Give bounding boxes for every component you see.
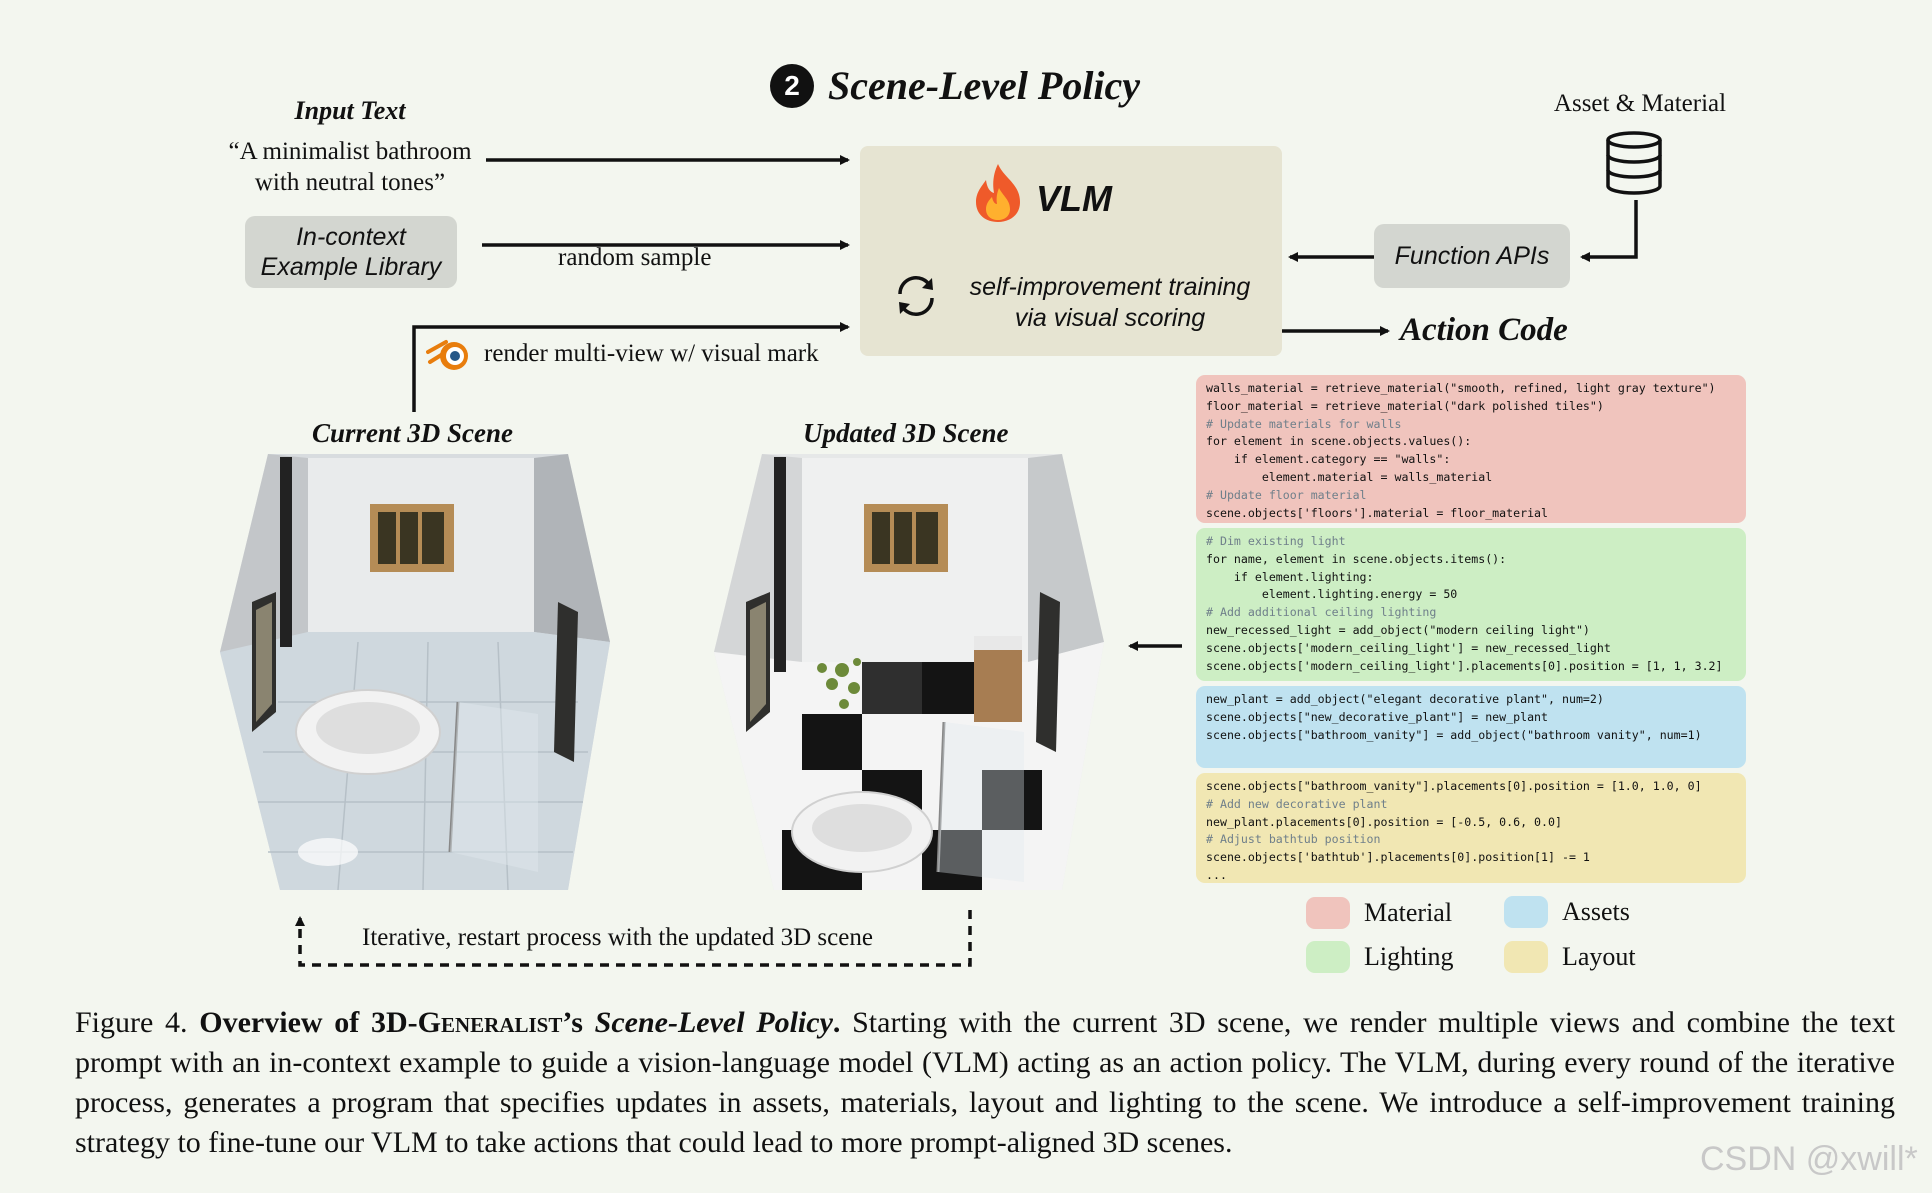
code-line: # Dim existing light: [1206, 534, 1346, 548]
code-line: floor_material = retrieve_material("dark…: [1206, 398, 1604, 413]
legend-item-assets: Assets: [1504, 896, 1630, 928]
legend-item-lighting: Lighting: [1306, 941, 1454, 973]
code-line: scene.objects['floors'].material = floor…: [1206, 505, 1549, 520]
updated-scene-title: Updated 3D Scene: [803, 418, 1009, 448]
iterative-dashed-loop: [295, 910, 972, 967]
incontext-library-box: In-context Example Library: [245, 216, 457, 288]
arrow-db-to-functionapi: [1580, 200, 1638, 262]
blender-icon: [426, 340, 468, 370]
incontext-line1: In-context: [296, 223, 406, 251]
caption-bold-2: ’s: [562, 1006, 595, 1039]
input-text-line1: “A minimalist bathroom: [228, 138, 472, 165]
caption-bold-1: Overview of 3D-: [199, 1006, 418, 1039]
figure-caption: Figure 4. Overview of 3D-Generalist’s Sc…: [75, 1003, 1895, 1163]
code-line: for name, element in scene.objects.items…: [1206, 551, 1507, 566]
legend-swatch-material: [1306, 897, 1350, 929]
caption-smallcaps: Generalist: [417, 1006, 563, 1039]
watermark: CSDN @xwill*: [1700, 1140, 1918, 1178]
code-line: # Add additional ceiling lighting: [1206, 605, 1437, 620]
figure-title: 2 Scene-Level Policy: [770, 62, 1140, 109]
vlm-box: [860, 146, 1282, 356]
legend-item-layout: Layout: [1504, 941, 1636, 973]
code-line: scene.objects["new_decorative_plant"] = …: [1206, 709, 1549, 724]
code-line: # Update floor material: [1206, 487, 1367, 502]
legend-item-material: Material: [1306, 897, 1452, 929]
code-block-lighting: # Dim existing light for name, element in…: [1196, 528, 1746, 681]
code-line: if element.category == "walls":: [1206, 452, 1451, 467]
code-line: scene.objects['modern_ceiling_light'] = …: [1206, 640, 1611, 655]
selfimp-line2: via visual scoring: [1014, 304, 1206, 332]
legend-label-layout: Layout: [1562, 942, 1636, 971]
legend-swatch-lighting: [1306, 941, 1350, 973]
updated-scene-image: [714, 454, 1104, 890]
random-sample-label: random sample: [558, 244, 712, 271]
caption-prefix: Figure 4.: [75, 1006, 200, 1039]
code-line: if element.lighting:: [1206, 569, 1374, 584]
code-line: # Add new decorative plant: [1206, 796, 1388, 811]
caption-bold-italic: Scene-Level Policy: [594, 1006, 833, 1039]
self-improvement-label: self-improvement training via visual sco…: [945, 272, 1275, 334]
current-scene-image: [220, 454, 610, 890]
function-apis-label: Function APIs: [1394, 241, 1550, 270]
code-line: new_plant = add_object("elegant decorati…: [1206, 692, 1604, 706]
code-line: walls_material = retrieve_material("smoo…: [1206, 381, 1716, 395]
current-scene-title: Current 3D Scene: [312, 418, 514, 448]
input-text-line2: with neutral tones”: [254, 169, 446, 196]
legend-label-lighting: Lighting: [1364, 942, 1454, 971]
step-number-badge: 2: [770, 63, 814, 108]
code-line: # Update materials for walls: [1206, 416, 1402, 431]
code-line: scene.objects["bathroom_vanity"] = add_o…: [1206, 727, 1702, 742]
code-line: element.material = walls_material: [1206, 469, 1493, 484]
code-line: new_recessed_light = add_object("modern …: [1206, 622, 1590, 637]
iterative-process-label: Iterative, restart process with the upda…: [362, 924, 873, 951]
code-block-material: walls_material = retrieve_material("smoo…: [1196, 375, 1746, 523]
input-text-prompt: “A minimalist bathroom with neutral tone…: [210, 136, 490, 198]
action-code-label: Action Code: [1400, 312, 1568, 348]
code-line: # Adjust bathtub position: [1206, 832, 1381, 847]
caption-rest: Starting with the current 3D scene, we r…: [75, 1006, 1895, 1159]
function-apis-box: Function APIs: [1374, 224, 1570, 288]
vlm-label: VLM: [1036, 178, 1112, 219]
legend-label-material: Material: [1364, 898, 1453, 927]
input-text-title: Input Text: [294, 96, 406, 125]
code-block-layout: scene.objects["bathroom_vanity"].placeme…: [1196, 773, 1746, 883]
code-line: scene.objects["bathroom_vanity"].placeme…: [1206, 779, 1702, 793]
code-line: new_plant.placements[0].position = [-0.5…: [1206, 814, 1562, 829]
legend-label-assets: Assets: [1562, 897, 1630, 926]
figure-title-text: Scene-Level Policy: [828, 63, 1141, 108]
incontext-line2: Example Library: [260, 253, 442, 281]
render-multiview-label: render multi-view w/ visual mark: [484, 340, 819, 367]
fire-icon: [976, 164, 1020, 222]
code-line: element.lighting.energy = 50: [1206, 587, 1458, 602]
code-line: scene.objects['bathtub'].placements[0].p…: [1206, 850, 1590, 865]
arrow-render-to-vlm: [412, 322, 850, 412]
legend-swatch-layout: [1504, 941, 1548, 973]
caption-bold-3: .: [832, 1006, 841, 1039]
database-icon: [1606, 131, 1662, 195]
code-line: for element in scene.objects.values():: [1206, 434, 1472, 449]
legend-swatch-assets: [1504, 896, 1548, 928]
refresh-cycle-icon: [898, 276, 934, 316]
code-line: ...: [1206, 867, 1227, 882]
selfimp-line1: self-improvement training: [969, 273, 1251, 301]
code-line: scene.objects['modern_ceiling_light'].pl…: [1206, 658, 1723, 673]
code-block-assets: new_plant = add_object("elegant decorati…: [1196, 686, 1746, 768]
asset-material-title: Asset & Material: [1553, 90, 1727, 117]
